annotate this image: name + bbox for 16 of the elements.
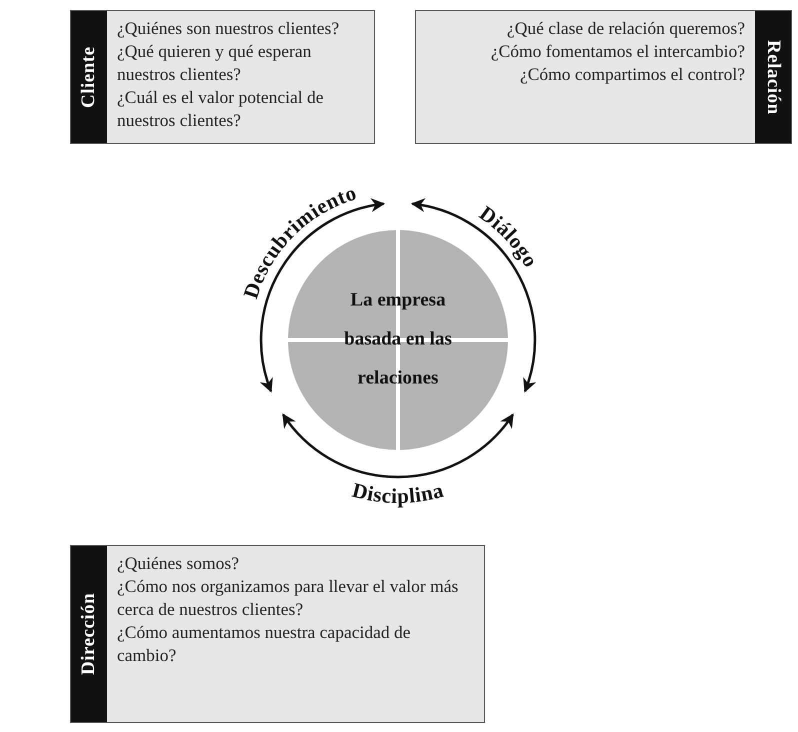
question-text: ¿Cómo aumentamos nuestra capacidad de cambio? xyxy=(117,621,412,668)
category-label: Cliente xyxy=(71,11,107,143)
question-text: ¿Cómo fomentamos el intercambio? xyxy=(490,40,745,64)
question-text: ¿Qué clase de relación queremos? xyxy=(506,17,745,40)
question-text: ¿Cómo compartimos el control? xyxy=(518,63,745,86)
question-text: ¿Qué quieren y qué esperan nuestros clientes? xyxy=(117,40,312,86)
question-card xyxy=(70,545,485,723)
question-text: ¿Cómo nos organizamos para llevar el valor más cerca de nuestros clientes? xyxy=(117,575,460,622)
category-label: Relación xyxy=(755,11,791,143)
arc-label: Disciplina xyxy=(350,478,446,508)
question-text: ¿Quiénes somos? xyxy=(117,552,240,575)
question-card xyxy=(415,10,792,144)
question-text: ¿Quiénes son nuestros clientes? xyxy=(117,17,340,40)
category-label: Dirección xyxy=(71,546,107,722)
question-card xyxy=(70,10,375,144)
question-text: ¿Cuál es el valor potencial de nuestros clientes? xyxy=(117,86,325,132)
